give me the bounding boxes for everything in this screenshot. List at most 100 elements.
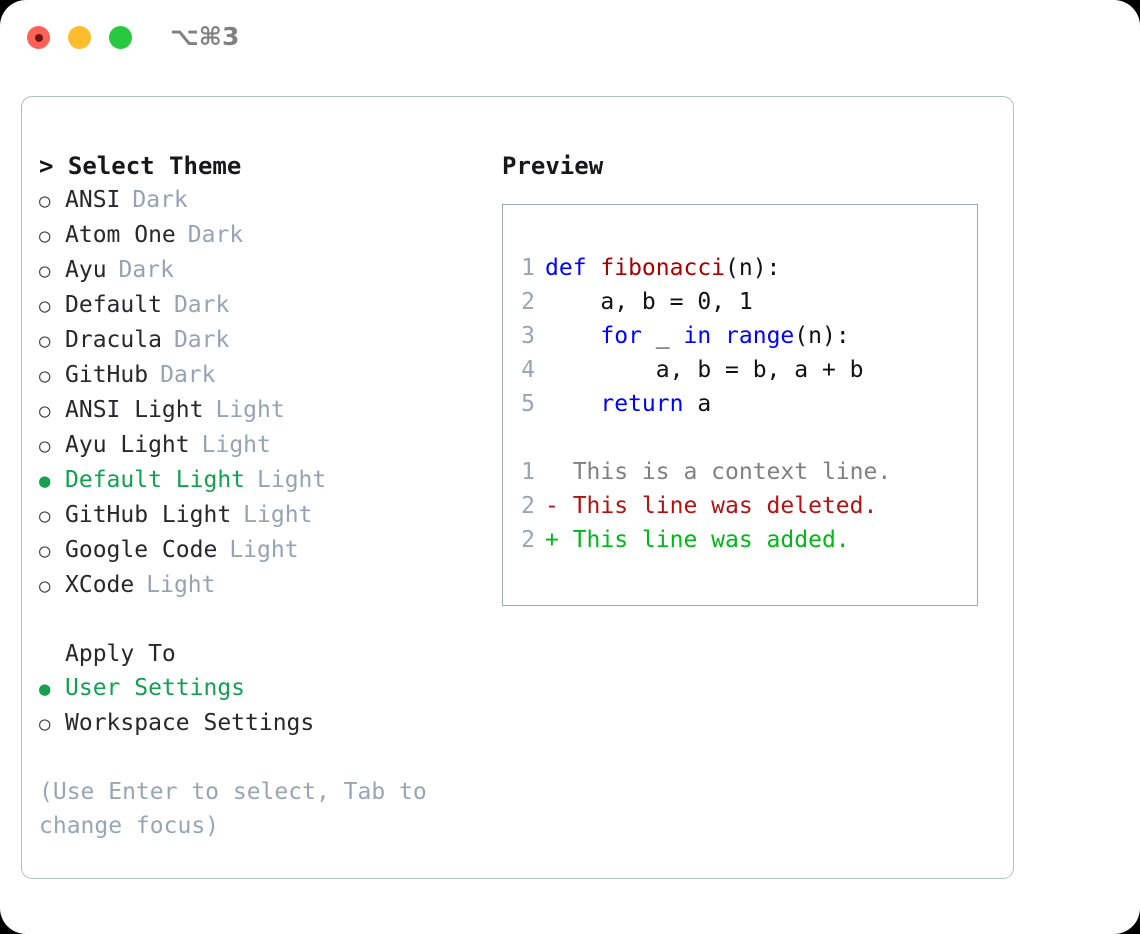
minimize-button[interactable] — [68, 26, 91, 49]
diff-line-text: + This line was added. — [545, 527, 850, 553]
line-number: 1 — [521, 255, 535, 281]
title-bar: ⌥⌘3 — [0, 0, 1140, 78]
code-token — [711, 323, 725, 349]
select-theme-heading: > Select Theme — [39, 152, 242, 180]
theme-variant-badge: Dark — [118, 257, 174, 283]
code-token: a, b = 0, 1 — [545, 289, 753, 315]
radio-unselected-icon: ○ — [39, 260, 51, 282]
keyboard-hint: (Use Enter to select, Tab to change focu… — [39, 779, 427, 839]
theme-variant-badge: Light — [146, 572, 216, 598]
radio-unselected-icon: ○ — [39, 435, 51, 457]
diff-line: 1 This is a context line. — [503, 455, 977, 489]
theme-option-label: GitHub — [65, 362, 149, 388]
theme-option-dracula[interactable]: ○ Dracula Dark — [39, 323, 459, 358]
diff-line-text: - This line was deleted. — [545, 493, 878, 519]
code-token: _ — [641, 323, 684, 349]
theme-option-label: ANSI — [65, 187, 121, 213]
theme-option-label: Google Code — [65, 537, 218, 563]
apply-to-option-label: Workspace Settings — [65, 710, 315, 736]
diff-sample: 1 This is a context line. 2 - This line wa… — [503, 455, 977, 557]
code-line-text: for _ in range(n): — [545, 319, 850, 353]
line-number: 3 — [521, 323, 535, 349]
theme-variant-badge: Dark — [173, 327, 230, 353]
theme-option-ayu-light[interactable]: ○ Ayu Light Light — [39, 428, 459, 463]
apply-to-option-user-settings[interactable]: ● User Settings — [39, 671, 459, 706]
radio-unselected-icon: ○ — [39, 225, 51, 247]
theme-variant-badge: Light — [229, 537, 299, 563]
theme-option-ayu[interactable]: ○ Ayu Dark — [39, 253, 459, 288]
code-token — [545, 323, 600, 349]
code-line-text: a, b = b, a + b — [545, 353, 864, 387]
radio-unselected-icon: ○ — [39, 400, 51, 422]
apply-to-list: ● User Settings ○ Workspace Settings — [39, 671, 459, 741]
code-line: 3 for _ in range(n): — [503, 319, 977, 353]
radio-unselected-icon: ○ — [39, 713, 51, 735]
theme-variant-badge: Light — [257, 467, 327, 493]
theme-variant-badge: Dark — [132, 187, 188, 213]
theme-option-label: XCode — [65, 572, 135, 598]
line-number: 5 — [521, 391, 535, 417]
theme-variant-badge: Dark — [187, 222, 244, 248]
apply-to-option-label: User Settings — [65, 675, 246, 701]
code-token: a, b = b, a + b — [545, 357, 864, 383]
theme-option-ansi-light[interactable]: ○ ANSI Light Light — [39, 393, 459, 428]
code-token: fibonacci — [600, 255, 726, 281]
theme-option-xcode[interactable]: ○ XCode Light — [39, 568, 459, 603]
keyboard-shortcut-label: ⌥⌘3 — [170, 22, 240, 51]
radio-selected-icon: ● — [39, 678, 51, 700]
diff-line: 2 - This line was deleted. — [503, 489, 977, 523]
code-token: for — [600, 323, 642, 349]
theme-variant-badge: Light — [201, 432, 271, 458]
theme-variant-badge: Light — [215, 397, 285, 423]
radio-selected-icon: ● — [39, 470, 51, 492]
diff-line: 2+ This line was added. — [503, 523, 977, 557]
apply-to-heading: Apply To — [65, 641, 176, 667]
theme-option-label: Dracula — [65, 327, 162, 353]
close-button[interactable] — [27, 26, 50, 49]
code-token: range — [725, 323, 795, 349]
theme-option-label: ANSI Light — [65, 397, 204, 423]
radio-unselected-icon: ○ — [39, 575, 51, 597]
theme-variant-badge: Dark — [173, 292, 230, 318]
theme-option-label: Ayu Light — [65, 432, 190, 458]
theme-option-ansi[interactable]: ○ ANSI Dark — [39, 183, 459, 218]
preview-heading: Preview — [502, 152, 604, 180]
code-diff-spacer — [503, 421, 977, 455]
maximize-button[interactable] — [109, 26, 132, 49]
code-token: in — [683, 323, 712, 349]
code-line-text: return a — [545, 387, 711, 421]
code-line-text: def fibonacci(n): — [545, 251, 780, 285]
recording-indicator-icon — [34, 33, 43, 42]
theme-variant-badge: Dark — [160, 362, 216, 388]
theme-option-label: GitHub Light — [65, 502, 232, 528]
theme-option-github[interactable]: ○ GitHub Dark — [39, 358, 459, 393]
code-line: 5 return a — [503, 387, 977, 421]
radio-unselected-icon: ○ — [39, 190, 51, 212]
radio-unselected-icon: ○ — [39, 330, 51, 352]
line-number: 2 — [521, 493, 535, 519]
theme-option-label: Default — [65, 292, 162, 318]
theme-option-atom-one[interactable]: ○ Atom One Dark — [39, 218, 459, 253]
code-token: (n): — [794, 323, 850, 349]
apply-to-option-workspace-settings[interactable]: ○ Workspace Settings — [39, 706, 459, 741]
code-token: def — [545, 255, 601, 281]
code-token: a — [683, 391, 712, 417]
code-line: 1 def fibonacci(n): — [503, 251, 977, 285]
theme-option-label: Ayu — [65, 257, 107, 283]
line-number: 2 — [521, 289, 535, 315]
code-token: return — [600, 391, 684, 417]
code-line: 2 a, b = 0, 1 — [503, 285, 977, 319]
code-token: (n): — [725, 255, 781, 281]
theme-option-label: Atom One — [65, 222, 176, 248]
section-spacer — [39, 603, 459, 637]
radio-unselected-icon: ○ — [39, 365, 51, 387]
